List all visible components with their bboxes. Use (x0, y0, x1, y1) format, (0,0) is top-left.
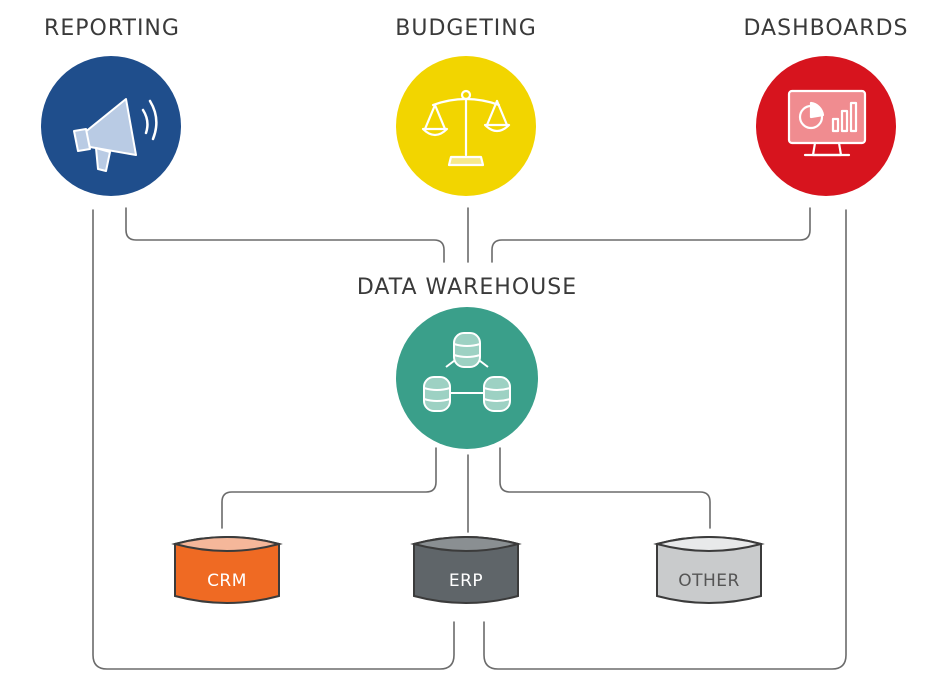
dashboards-node (756, 56, 896, 196)
erp-database-top (410, 536, 522, 552)
megaphone-icon (73, 98, 137, 172)
monitor-chart-icon (787, 89, 867, 157)
database-network-icon (423, 332, 511, 412)
crm-label: CRM (207, 571, 247, 591)
erp-label: ERP (449, 571, 483, 591)
crm-database-top (171, 536, 283, 552)
crm-database: CRM (171, 536, 283, 604)
connector-warehouse-crm (221, 447, 437, 529)
connector-warehouse-other (499, 447, 711, 529)
connector-dashboards-erp (483, 209, 847, 670)
data-warehouse-circle (396, 307, 538, 449)
other-label: OTHER (678, 571, 740, 591)
dashboards-label: DASHBOARDS (743, 16, 909, 41)
other-database-top (653, 536, 765, 552)
reporting-node (41, 56, 181, 196)
connector-reporting-erp (92, 209, 455, 670)
connector-reporting-warehouse (125, 207, 445, 263)
data-warehouse-node (396, 307, 538, 449)
reporting-label: REPORTING (44, 16, 180, 41)
data-warehouse-label: DATA WAREHOUSE (356, 275, 578, 300)
budgeting-node (396, 56, 536, 196)
scales-icon (421, 89, 511, 167)
budgeting-label: BUDGETING (395, 16, 537, 41)
erp-database: ERP (410, 536, 522, 604)
connector-dashboards-warehouse (491, 207, 811, 263)
other-database: OTHER (653, 536, 765, 604)
